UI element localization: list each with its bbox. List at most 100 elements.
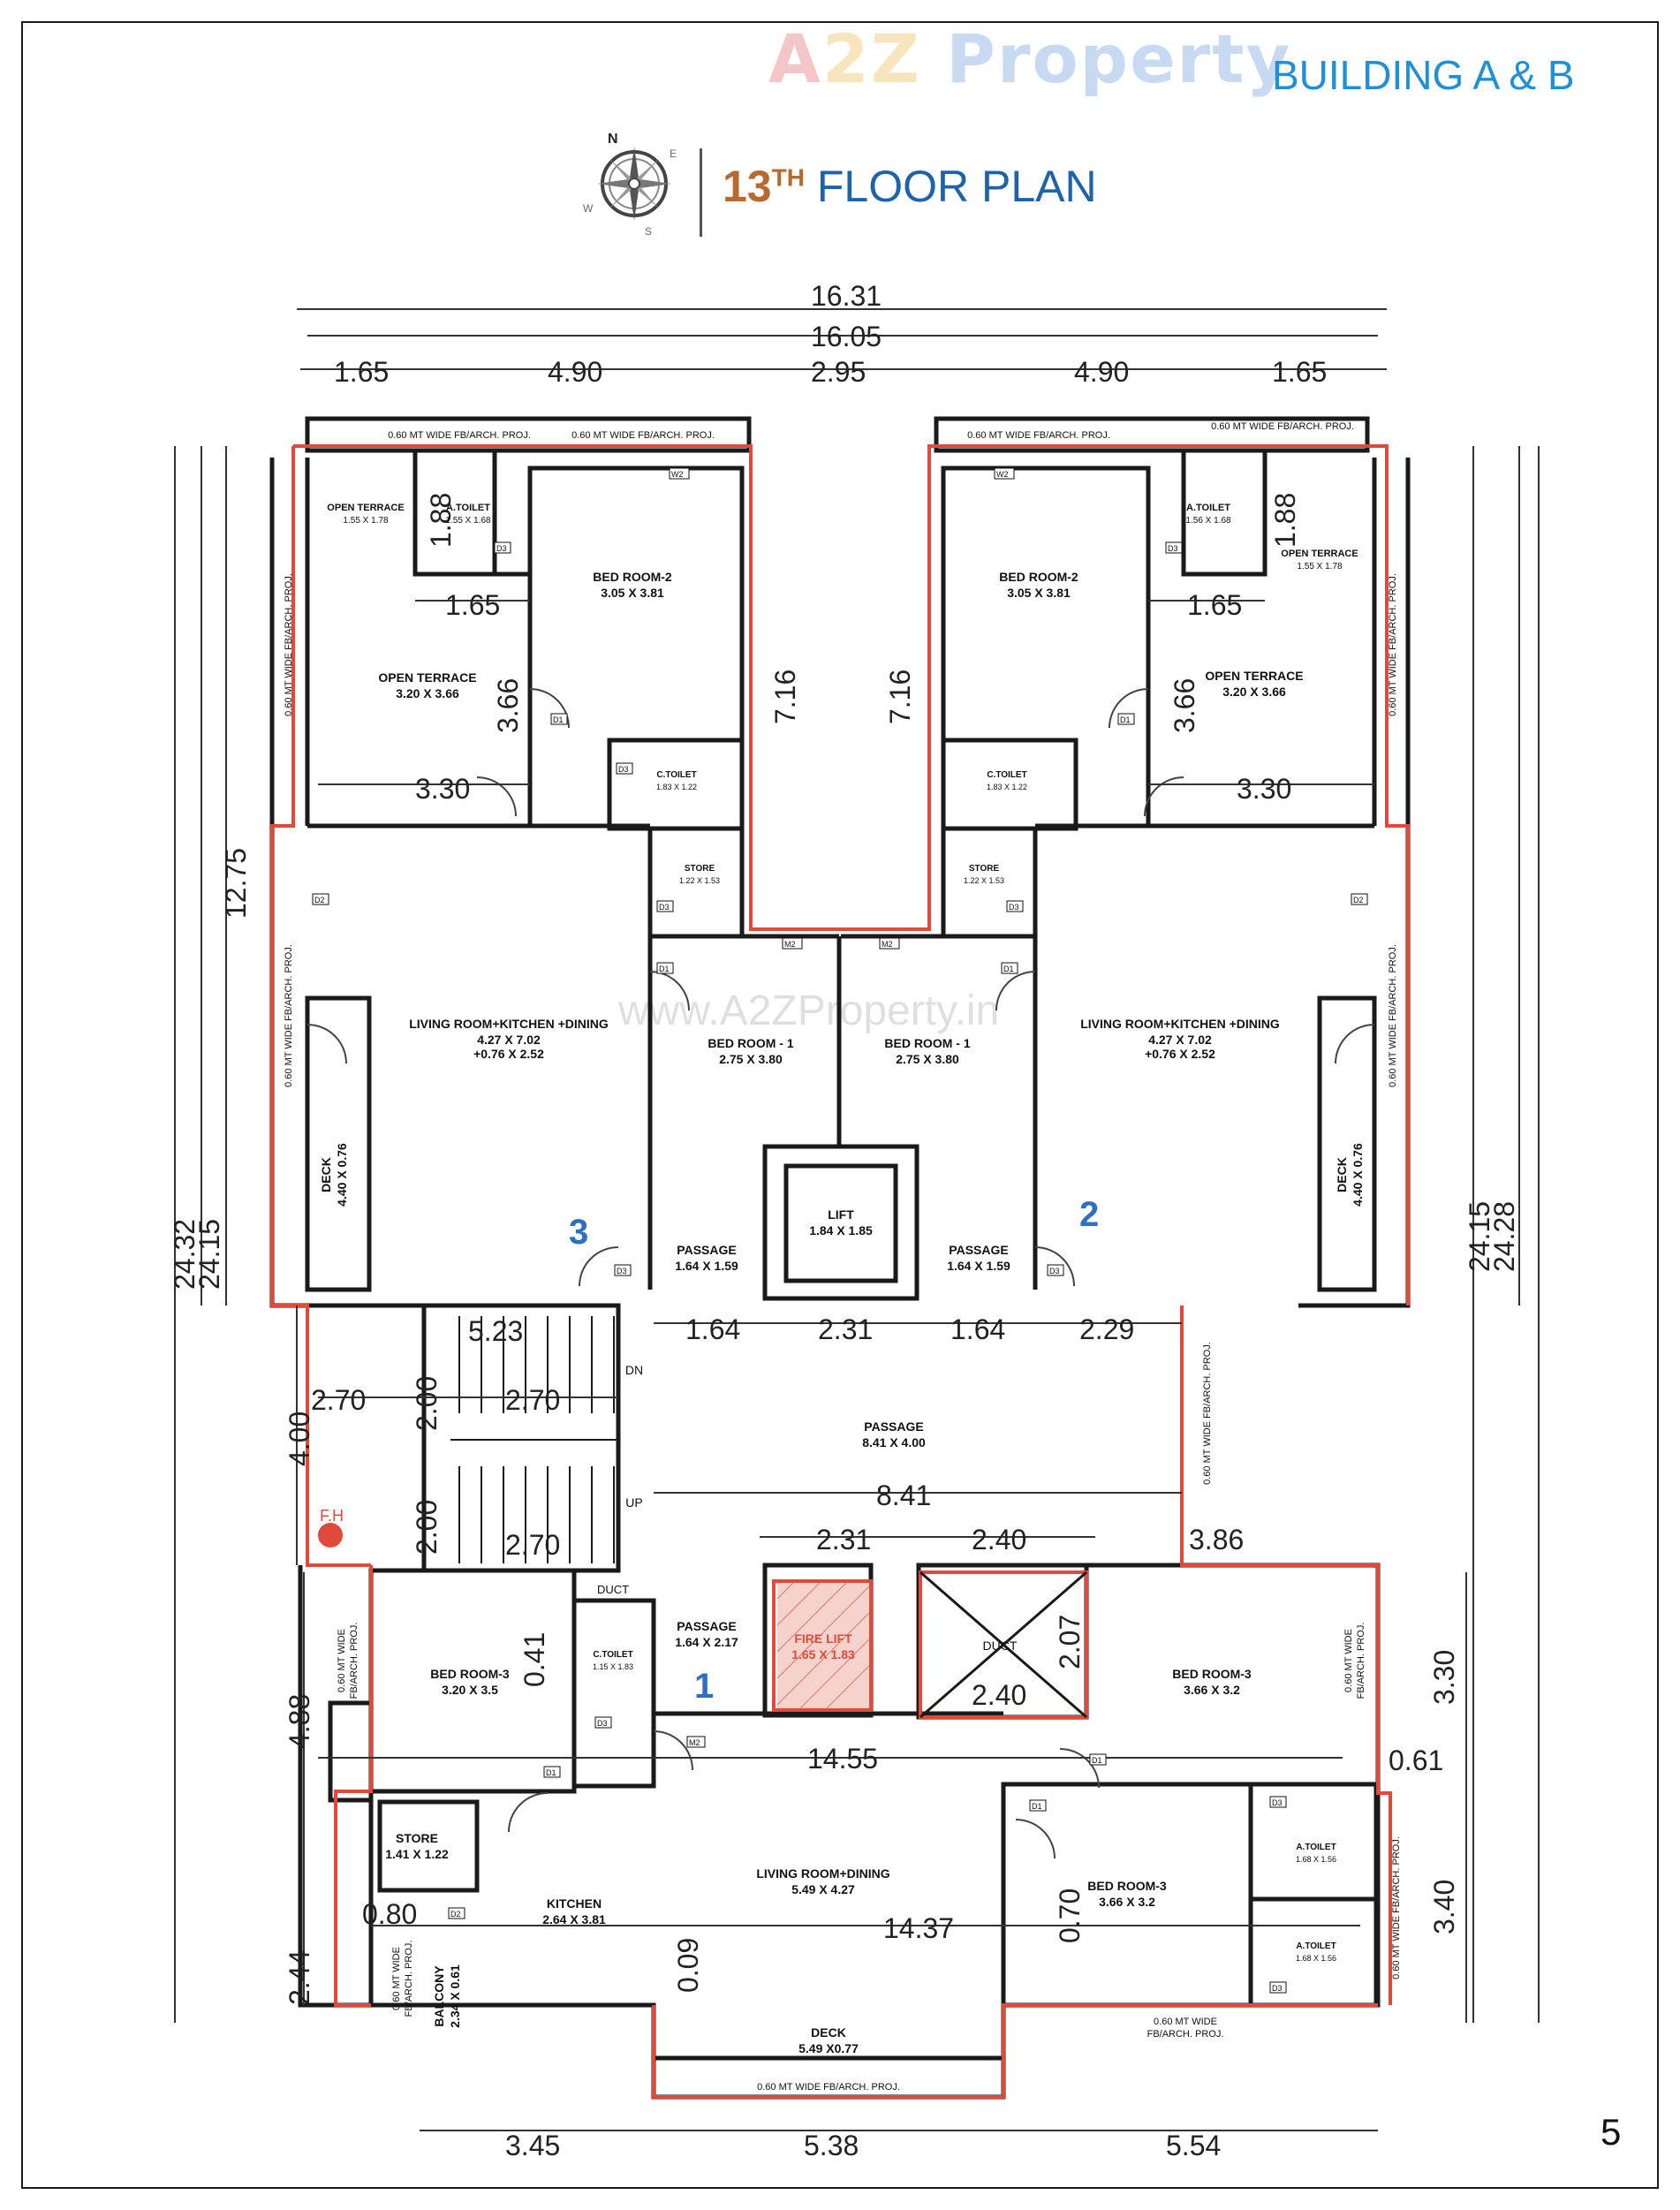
duct-cross bbox=[919, 1570, 1087, 1719]
room-name: C.TOILET bbox=[656, 770, 696, 780]
room-size: 5.49 X 4.27 bbox=[791, 1882, 855, 1896]
dim-terrace-left: 1.65 bbox=[445, 589, 500, 621]
room-size: 1.64 X 1.59 bbox=[675, 1259, 738, 1273]
dim-terrace-width-left: 3.30 bbox=[415, 773, 470, 805]
projection-label: FB/ARCH. PROJ. bbox=[1147, 2029, 1224, 2040]
dim-offset: 0.61 bbox=[1389, 1745, 1443, 1776]
room-size: 3.05 X 3.81 bbox=[601, 586, 664, 600]
room-labels: OPEN TERRACE 1.55 X 1.78 A.TOILET 1.55 X… bbox=[319, 503, 1365, 2055]
dim-left-3: 24.15 bbox=[193, 1219, 225, 1290]
window-tag: W2 bbox=[671, 470, 684, 479]
stair-down-label: DN bbox=[625, 1363, 643, 1377]
dim-duct-inner: 2.40 bbox=[972, 1679, 1026, 1711]
room-size: 4.27 X 7.02 bbox=[477, 1033, 541, 1047]
door-tag: D3 bbox=[659, 903, 670, 912]
room-size: 1.22 X 1.53 bbox=[964, 876, 1004, 885]
room-size: 3.20 X 3.5 bbox=[442, 1683, 498, 1697]
dim-terrace-depth-right: 3.66 bbox=[1169, 678, 1200, 733]
dim-top-1: 1.65 bbox=[334, 356, 389, 388]
dim-terrace-width-right: 3.30 bbox=[1237, 773, 1291, 805]
page-number: 5 bbox=[1601, 2111, 1622, 2153]
fire-lift-hatch bbox=[776, 1582, 870, 1709]
room-size: 1.55 X 1.78 bbox=[343, 516, 389, 526]
dim-overall-width: 16.31 bbox=[811, 280, 882, 312]
dim-left-6: 2.44 bbox=[284, 1950, 315, 2005]
room-name: PASSAGE bbox=[677, 1619, 736, 1633]
dim-stair-lower: 2.00 bbox=[411, 1500, 443, 1555]
dimension-lines bbox=[174, 308, 1540, 2131]
room-size: 1.68 X 1.56 bbox=[1296, 1954, 1336, 1963]
fire-lift-label: FIRE LIFT bbox=[794, 1631, 852, 1646]
room-size: 3.66 X 3.2 bbox=[1099, 1895, 1155, 1909]
projection-label: FB/ARCH. PROJ. bbox=[404, 1941, 414, 2017]
projection-label: 0.60 MT WIDE FB/ARCH. PROJ. bbox=[1388, 944, 1398, 1087]
door-tag: D2 bbox=[450, 1910, 461, 1919]
room-name: C.TOILET bbox=[593, 1650, 632, 1660]
room-name: PASSAGE bbox=[949, 1243, 1008, 1257]
projection-label: 0.60 MT WIDE bbox=[1154, 2017, 1217, 2027]
dim-left-4: 4.00 bbox=[284, 1412, 315, 1466]
projection-label: 0.60 MT WIDE FB/ARCH. PROJ. bbox=[284, 944, 294, 1087]
room-size: 4.40 X 0.76 bbox=[335, 1143, 349, 1207]
room-name: LIVING ROOM+KITCHEN +DINING bbox=[1080, 1017, 1280, 1031]
door-tag: D1 bbox=[1092, 1756, 1102, 1765]
svg-text:E: E bbox=[670, 148, 677, 160]
passage-label: PASSAGE bbox=[864, 1419, 923, 1434]
dim-duct-depth: 2.07 bbox=[1054, 1615, 1086, 1669]
title-divider bbox=[700, 148, 702, 237]
room-size: 1.15 X 1.83 bbox=[593, 1662, 633, 1671]
room-size: 1.83 X 1.22 bbox=[656, 783, 697, 791]
dim-right-2: 24.28 bbox=[1488, 1201, 1520, 1272]
dim-store-gap: 0.80 bbox=[362, 1898, 417, 1930]
door-tag: D3 bbox=[1272, 1798, 1283, 1807]
window-tag: M2 bbox=[882, 940, 893, 949]
dim-flight-upper: 2.70 bbox=[505, 1384, 560, 1416]
door-tag: D1 bbox=[553, 715, 564, 724]
dim-right-4: 3.40 bbox=[1428, 1880, 1460, 1934]
projection-label: FB/ARCH. PROJ. bbox=[349, 1623, 359, 1699]
dim-right-3: 3.30 bbox=[1428, 1650, 1460, 1705]
room-name: DECK bbox=[1335, 1157, 1349, 1192]
room-name: OPEN TERRACE bbox=[1281, 549, 1358, 559]
unit-badges: 3 2 1 bbox=[569, 1195, 1099, 1706]
dim-flight-lower: 2.70 bbox=[505, 1529, 560, 1561]
dim-left-1: 12.75 bbox=[220, 848, 252, 919]
room-name: BED ROOM-2 bbox=[593, 570, 672, 584]
door-tag: D3 bbox=[1009, 903, 1019, 912]
door-swings bbox=[306, 688, 1375, 1859]
window-tag: W2 bbox=[996, 470, 1009, 479]
lift-size: 1.84 X 1.85 bbox=[809, 1223, 873, 1237]
dim-toilet-left: 1.88 bbox=[425, 493, 457, 548]
door-tag: D3 bbox=[1272, 1984, 1283, 1993]
duct-label: DUCT bbox=[983, 1639, 1018, 1653]
projection-label: 0.60 MT WIDE FB/ARCH. PROJ. bbox=[1391, 1836, 1402, 1979]
compass-icon: N E S W bbox=[583, 132, 677, 237]
room-name: BED ROOM-3 bbox=[1087, 1879, 1167, 1893]
brand-watermark: A2Z Property bbox=[768, 19, 1291, 98]
fire-lift-size: 1.65 X 1.83 bbox=[791, 1647, 855, 1661]
room-size: 4.27 X 7.02 bbox=[1148, 1033, 1212, 1047]
dim-deck-offset: 0.09 bbox=[672, 1938, 704, 1993]
room-name: C.TOILET bbox=[987, 770, 1026, 780]
room-name: DUCT bbox=[597, 1583, 629, 1596]
door-tag: D3 bbox=[1168, 544, 1178, 553]
unit-3-badge: 3 bbox=[569, 1213, 588, 1252]
room-name: STORE bbox=[685, 864, 715, 874]
floor-title: 13TH FLOOR PLAN bbox=[723, 162, 1097, 211]
room-name: KITCHEN bbox=[547, 1896, 602, 1911]
door-tag: D3 bbox=[496, 544, 507, 553]
dim-left-2: 24.32 bbox=[169, 1219, 201, 1290]
door-tag: D3 bbox=[597, 1719, 608, 1728]
door-tag: D1 bbox=[1032, 1802, 1042, 1811]
door-tag: D2 bbox=[1353, 896, 1364, 904]
dim-top-2: 4.90 bbox=[548, 356, 602, 388]
dim-passage-tail: 3.86 bbox=[1189, 1524, 1244, 1555]
room-size: 2.75 X 3.80 bbox=[896, 1052, 959, 1066]
projection-labels: 0.60 MT WIDE FB/ARCH. PROJ. 0.60 MT WIDE… bbox=[284, 421, 1402, 2093]
room-size: 3.05 X 3.81 bbox=[1007, 586, 1071, 600]
room-size: 5.49 X0.77 bbox=[798, 2041, 859, 2055]
dim-stair-width: 5.23 bbox=[468, 1315, 523, 1347]
room-name: A.TOILET bbox=[446, 503, 490, 513]
dim-bottom-1: 3.45 bbox=[505, 2130, 560, 2161]
